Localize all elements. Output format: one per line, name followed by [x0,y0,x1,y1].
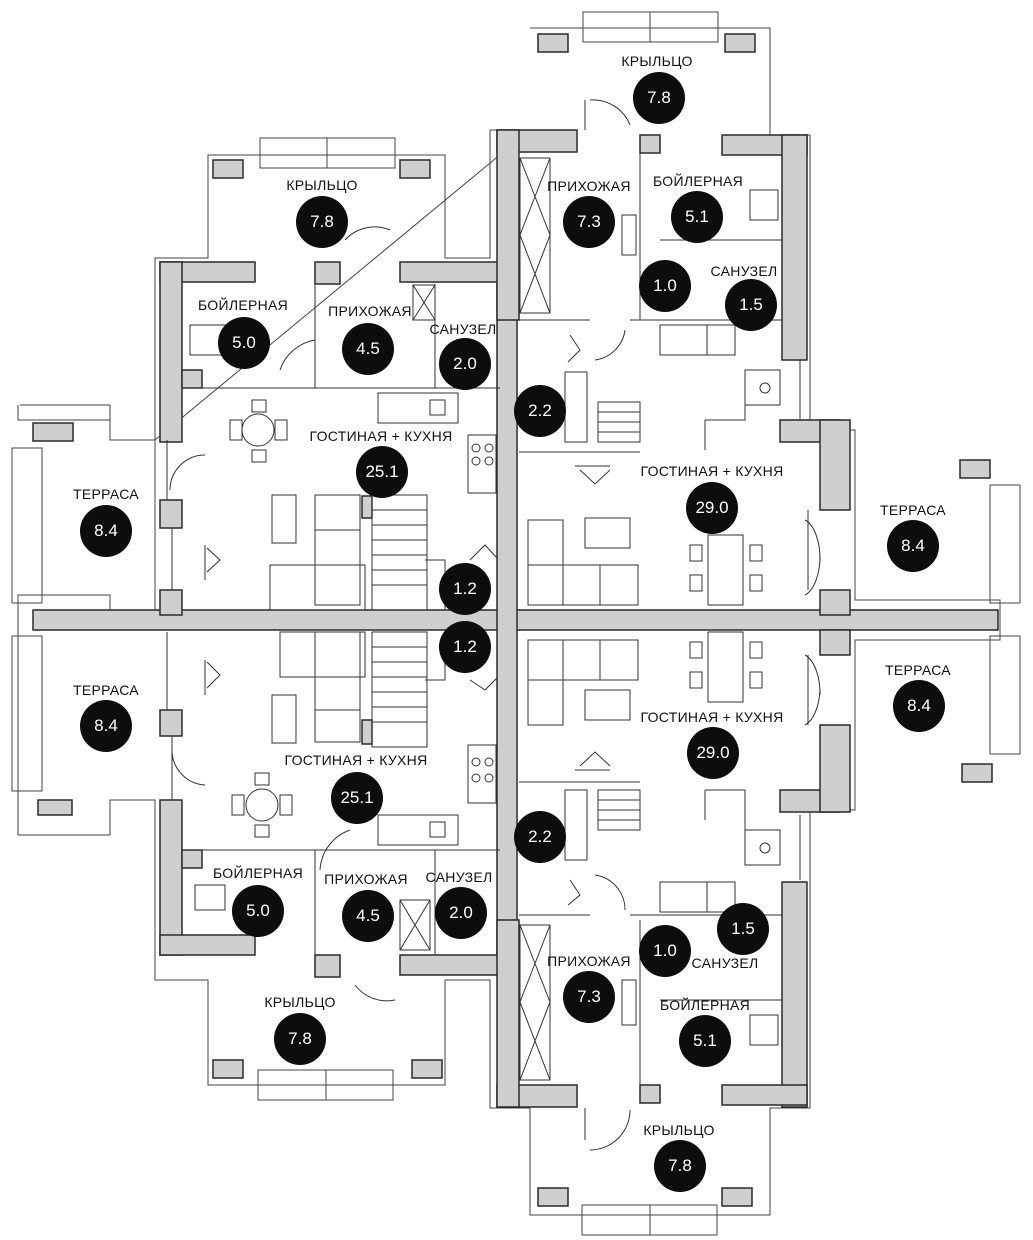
terrace-step-r1 [989,484,1021,604]
area-badge: 25.1 [331,772,383,824]
terrace-step-l2 [11,635,43,792]
area-badge: 2.0 [439,338,491,390]
room-label-bathroom: САНУЗЕЛ [710,263,778,279]
room-label-terrace: ТЕРРАСА [885,662,951,678]
room-label-terrace: ТЕРРАСА [73,486,139,502]
room-label-porch: КРЫЛЬЦО [264,994,336,1010]
area-badge: 1.2 [439,621,491,673]
area-badge: 8.4 [80,700,132,752]
area-badge: 7.8 [654,1140,706,1192]
area-badge: 7.8 [274,1013,326,1065]
room-label-terrace: ТЕРРАСА [880,502,946,518]
area-badge: 7.8 [296,196,348,248]
area-badge: 2.0 [435,887,487,939]
area-badge: 5.0 [232,885,284,937]
area-badge: 5.1 [679,1015,731,1067]
room-label-boiler: БОЙЛЕРНАЯ [197,297,289,313]
area-badge: 1.5 [717,903,769,955]
room-label-living-kitchen: ГОСТИНАЯ + КУХНЯ [640,709,784,725]
area-badge: 8.4 [893,680,945,732]
room-label-living-kitchen: ГОСТИНАЯ + КУХНЯ [284,752,428,768]
terrace-step-r2 [989,635,1021,755]
room-label-hallway: ПРИХОЖАЯ [547,178,631,194]
room-label-boiler: БОЙЛЕРНАЯ [212,865,304,881]
area-badge: 1.0 [639,925,691,977]
room-label-living-kitchen: ГОСТИНАЯ + КУХНЯ [309,428,453,444]
area-badge: 8.4 [887,520,939,572]
terrace-step-l1 [11,447,43,604]
area-badge: 5.1 [671,191,723,243]
room-label-boiler: БОЙЛЕРНАЯ [652,173,744,189]
area-badge: 1.0 [639,260,691,312]
area-badge: 7.8 [633,72,685,124]
area-badge: 25.1 [356,446,408,498]
room-label-bathroom: САНУЗЕЛ [425,869,493,885]
area-badge: 1.2 [439,563,491,615]
room-label-porch: КРЫЛЬЦО [621,53,693,69]
room-label-living-kitchen: ГОСТИНАЯ + КУХНЯ [640,463,784,479]
room-label-bathroom: САНУЗЕЛ [691,955,759,971]
walls [32,129,999,1108]
area-badge: 4.5 [342,323,394,375]
room-label-hallway: ПРИХОЖАЯ [328,303,412,319]
area-badge: 29.0 [687,727,739,779]
area-badge: 4.5 [342,890,394,942]
room-label-boiler: БОЙЛЕРНАЯ [659,997,751,1013]
room-label-bathroom: САНУЗЕЛ [429,321,497,337]
area-badge: 2.2 [514,811,566,863]
area-badge: 29.0 [686,482,738,534]
room-label-terrace: ТЕРРАСА [73,682,139,698]
room-label-hallway: ПРИХОЖАЯ [324,871,408,887]
room-label-hallway: ПРИХОЖАЯ [547,953,631,969]
area-badge: 8.4 [80,505,132,557]
area-badge: 1.5 [725,279,777,331]
area-badge: 5.0 [218,317,270,369]
area-badge: 7.3 [563,196,615,248]
room-label-porch: КРЫЛЬЦО [643,1122,715,1138]
area-badge: 2.2 [514,385,566,437]
room-label-porch: КРЫЛЬЦО [286,177,358,193]
area-badge: 7.3 [563,971,615,1023]
